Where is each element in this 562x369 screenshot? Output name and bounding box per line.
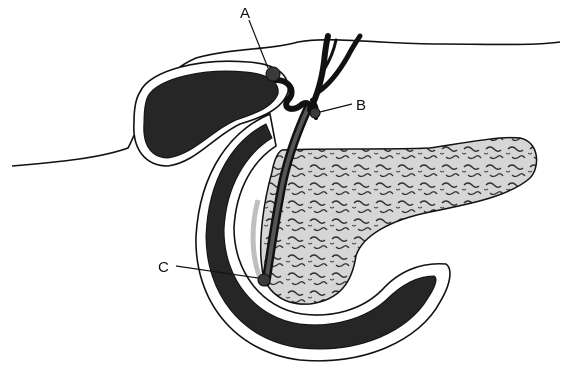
gallstone-c [258,274,270,286]
label-a: A [240,5,250,22]
label-b: B [356,97,366,114]
gallstone-a [266,67,280,81]
leader-line-b [320,104,352,112]
hepatic-ducts [310,36,360,118]
leader-line-a [249,20,268,68]
gallstone-b [310,108,320,118]
label-c: C [158,259,169,276]
